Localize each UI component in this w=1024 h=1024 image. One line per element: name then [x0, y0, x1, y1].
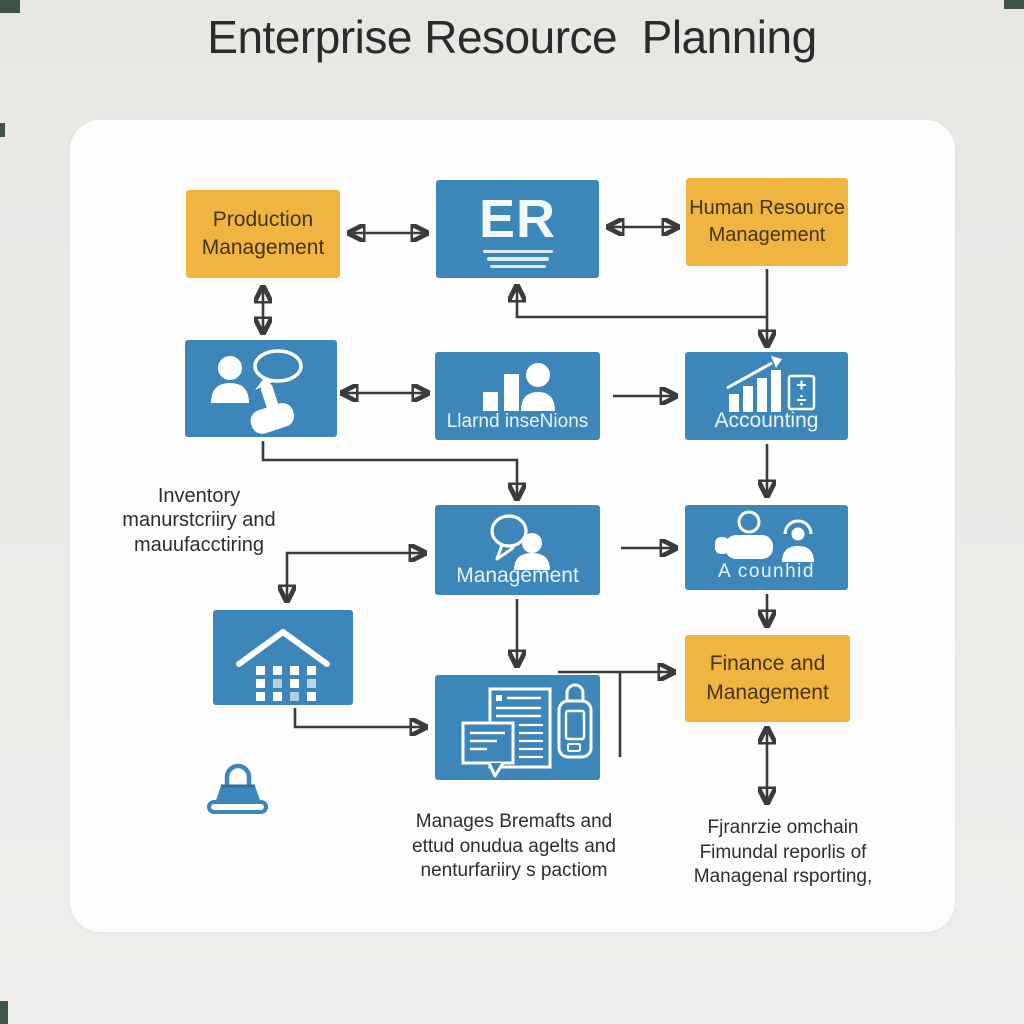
- edge-artifact: [0, 123, 5, 137]
- node-finance-and-management: Finance and Management: [685, 635, 850, 722]
- growth-chart-icon: [726, 356, 782, 412]
- calculator-icon: [787, 374, 816, 411]
- arrow-inventory-split: [287, 553, 425, 601]
- node-accounting: Accounting: [685, 352, 848, 440]
- speech-bubble-icon: [461, 721, 515, 778]
- node-analytics: Llarnd inseNions: [435, 352, 600, 440]
- node-crm-icons: [185, 340, 337, 437]
- node-label: Production Management: [201, 207, 325, 259]
- node-acounhid: A counhid: [685, 505, 848, 590]
- padlock-icon: [207, 763, 268, 814]
- node-production-management: Production Management: [186, 190, 340, 278]
- person-icon: [514, 533, 550, 570]
- node-warehouse: [213, 610, 353, 705]
- corner-artifact: [0, 1001, 8, 1024]
- node-label: Llarnd inseNions: [446, 411, 589, 432]
- page-title: Enterprise Resource Planning: [207, 11, 817, 63]
- arrow-hr-erp-elbow: [517, 269, 769, 319]
- person-icon: [521, 363, 555, 411]
- corner-artifact: [1004, 0, 1024, 9]
- node-management: Management: [435, 505, 600, 595]
- note-inventory: Inventory manurstcriiry and mauufacctiri…: [122, 485, 276, 556]
- arrow-crm-management-elbow: [261, 441, 517, 499]
- node-label: Finance and Management: [706, 652, 829, 704]
- node-documents: [435, 675, 600, 780]
- badge-icon: [557, 683, 593, 759]
- node-label: A counhid: [718, 561, 815, 582]
- pointing-hand-icon: [250, 382, 295, 434]
- corner-artifact: [0, 0, 20, 13]
- warehouse-icon: [236, 629, 330, 701]
- text-underline-lines: [482, 246, 553, 269]
- note-manages: Manages Bremafts and ettud onudua agelts…: [412, 811, 616, 882]
- arrow-warehouse-documents: [293, 708, 426, 727]
- node-erp: ER: [436, 180, 599, 278]
- speech-bubble-icon: [253, 349, 303, 390]
- node-label: ER: [478, 188, 556, 249]
- bar-chart-icon: [483, 374, 519, 411]
- node-label: Management: [456, 564, 579, 587]
- note-financial: Fjranrzie omchain Fimundal reporlis of M…: [693, 817, 873, 888]
- person-icon: [211, 356, 249, 403]
- node-label: Accounting: [714, 409, 819, 432]
- speech-bubble-icon: [490, 514, 528, 561]
- person-icon: [782, 519, 814, 562]
- node-label: Human Resource Management: [689, 197, 845, 246]
- node-human-resource-management: Human Resource Management: [686, 178, 848, 266]
- person-outline-icon: [715, 510, 773, 559]
